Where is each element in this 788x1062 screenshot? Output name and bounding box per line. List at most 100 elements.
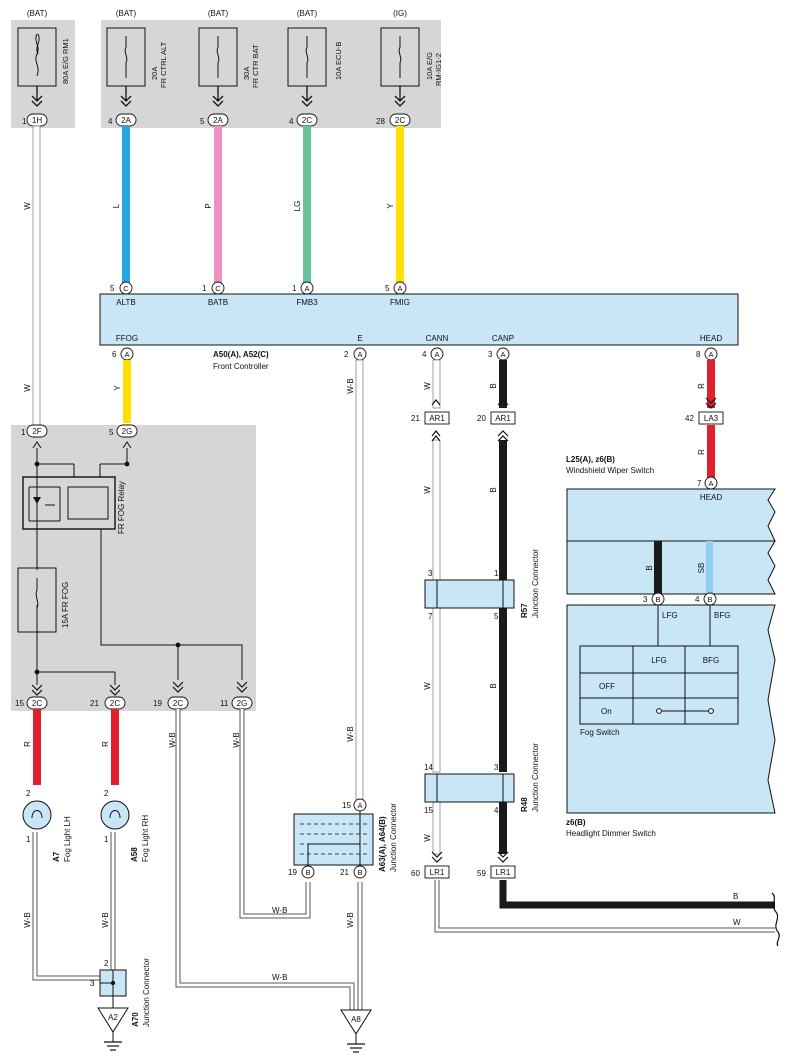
inline-conn-lr1-a: LR1 [430, 868, 445, 877]
wire-label-wb-4: W-B [232, 732, 241, 747]
a63-pin-letter-2: B [305, 868, 310, 877]
wire-label-y-2: Y [113, 385, 122, 391]
fuse-name-5a: 10A E/G [425, 52, 434, 80]
fuse-box-right [101, 20, 441, 128]
fog-rh-id: A58 [130, 847, 139, 862]
wire-label-y-1: Y [386, 203, 395, 209]
ctrl-top-pin-letter-2: C [215, 284, 221, 293]
relay-out-num-4: 11 [220, 699, 229, 708]
r57-pin-3: 3 [428, 569, 433, 578]
switch-head-label: HEAD [700, 493, 722, 502]
ctrl-label-cann: CANN [426, 334, 449, 343]
a63-id: A63(A), A64(B) [378, 816, 387, 872]
bottom-wires [32, 709, 775, 1010]
fog-table-row-off: OFF [599, 682, 615, 691]
fog-rh-name: Fog Light RH [141, 815, 150, 862]
switch-pin-num-3: 3 [643, 595, 648, 604]
fuse-conn-1: 1H [32, 116, 42, 125]
ctrl-label-canp: CANP [492, 334, 514, 343]
fuse-conn-4: 2C [302, 116, 312, 125]
ctrl-bot-pin-letter-5: A [708, 350, 713, 359]
inline-num-lr1-a: 60 [411, 869, 420, 878]
wire-label-w-5: W [423, 682, 432, 690]
ground-a2: A2 [97, 1007, 129, 1051]
relay-out-conn-2: 2C [110, 699, 120, 708]
r48-type: Junction Connector [531, 743, 540, 812]
a63-pin-letter-3: B [357, 868, 362, 877]
inline-conn-lr1-b: LR1 [496, 868, 511, 877]
fuse-source-4: (BAT) [297, 9, 318, 18]
ctrl-label-e: E [357, 334, 362, 343]
ctrl-top-pin-num-1: 5 [110, 284, 115, 293]
r57-junction: 3 1 7 5 R57 Junction Connector [424, 549, 540, 621]
wire-label-p: P [204, 203, 213, 208]
fog-switch-label: Fog Switch [580, 728, 620, 737]
a63-pin-num-1: 15 [342, 801, 351, 810]
a63-pin-letter-1: A [357, 801, 362, 810]
fuse-pin-num-3: 5 [200, 117, 205, 126]
relay-in-num-1: 1 [21, 428, 26, 437]
dimmer-name: Headlight Dimmer Switch [566, 829, 656, 838]
a70-pin-3: 3 [90, 979, 95, 988]
a70-junction: 2 3 A70 Junction Connector [90, 958, 151, 1027]
inline-num-ar1-b: 20 [477, 414, 486, 423]
switch-head-pin: 7 A HEAD [697, 476, 722, 502]
wire-label-w-6: W [423, 834, 432, 842]
ctrl-top-pin-letter-4: A [397, 284, 402, 293]
inline-num-ar1-a: 21 [411, 414, 420, 423]
wire-label-r-1: R [697, 383, 706, 389]
fuse-arrows [31, 86, 406, 107]
fuse-conn-3: 2A [213, 116, 223, 125]
fog-switch-table: LFG BFG OFF On Fog Switch [579, 645, 739, 737]
relay-in-conn-1: 2F [32, 427, 41, 436]
switch-pin-letter-3: B [655, 595, 660, 604]
fuse-source-1: (BAT) [27, 9, 48, 18]
wire-label-wb-8: W-B [272, 973, 287, 982]
relay-out-arrows [31, 681, 248, 696]
ctrl-label-ffog: FFOG [116, 334, 138, 343]
r48-junction: 14 3 15 4 R48 Junction Connector [424, 743, 540, 815]
ctrl-label-fmb3: FMB3 [296, 298, 318, 307]
wire-label-wb-5: W-B [23, 912, 32, 927]
relay-internal-wiring [22, 441, 243, 685]
fuse-name-3a: 30A [242, 67, 251, 80]
wire-label-wb-2: W-B [346, 726, 355, 741]
fog-light-lh: 2 1 A7 Fog Light LH [22, 789, 72, 862]
a63-pin-num-3: 21 [340, 868, 349, 877]
relay-junction-dots [34, 461, 181, 675]
wire-label-b-1: B [489, 383, 498, 388]
ctrl-top-pin-letter-1: C [123, 284, 129, 293]
wire-label-b-2: B [489, 487, 498, 492]
fog-lh-pin-bottom: 1 [26, 835, 31, 844]
fr-fog-fuse-name: 15A FR FOG [61, 582, 70, 628]
fuse-name-2b: FR CTRL ALT [159, 41, 168, 88]
controller-title: A50(A), A52(C) [213, 350, 269, 359]
relay-name: FR FOG Relay [117, 481, 126, 534]
ctrl-top-pin-letter-3: A [304, 284, 309, 293]
switch-head-pin-letter: A [708, 479, 713, 488]
ctrl-label-altb: ALTB [116, 298, 135, 307]
relay-block-pins-in: 1 2F 5 2G [21, 424, 138, 438]
fog-table-header-lfg: LFG [651, 656, 667, 665]
ctrl-bot-pin-letter-2: A [357, 350, 362, 359]
a63-junction: A 15 B 19 B 21 A63(A), A64(B) Junction C… [288, 798, 398, 879]
fog-table-row-on: On [601, 707, 612, 716]
relay-out-pins: 15 2C 21 2C 19 2C 11 2G [15, 696, 253, 710]
fog-lh-pin-top: 2 [26, 789, 31, 798]
switch-title: L25(A), z6(B) [566, 455, 615, 464]
fuse-box-left [11, 20, 75, 128]
wire-label-w-7: W [733, 918, 741, 927]
switch-head-pin-num: 7 [697, 479, 702, 488]
ctrl-bot-pin-letter-1: A [124, 350, 129, 359]
fuse-name-1: 80A E/G RM1 [61, 38, 70, 84]
switch-wire-sb [706, 541, 713, 594]
ctrl-bot-pin-num-1: 6 [112, 350, 117, 359]
switch-lower-pins: 3 B 4 B LFG BFG [643, 592, 730, 646]
r48-id: R48 [520, 797, 529, 812]
ctrl-label-head: HEAD [700, 334, 722, 343]
a70-pin-2: 2 [104, 959, 109, 968]
fuse-source-5: (IG) [393, 9, 407, 18]
ctrl-top-pin-num-4: 5 [385, 284, 390, 293]
controller-name: Front Controller [213, 362, 269, 371]
